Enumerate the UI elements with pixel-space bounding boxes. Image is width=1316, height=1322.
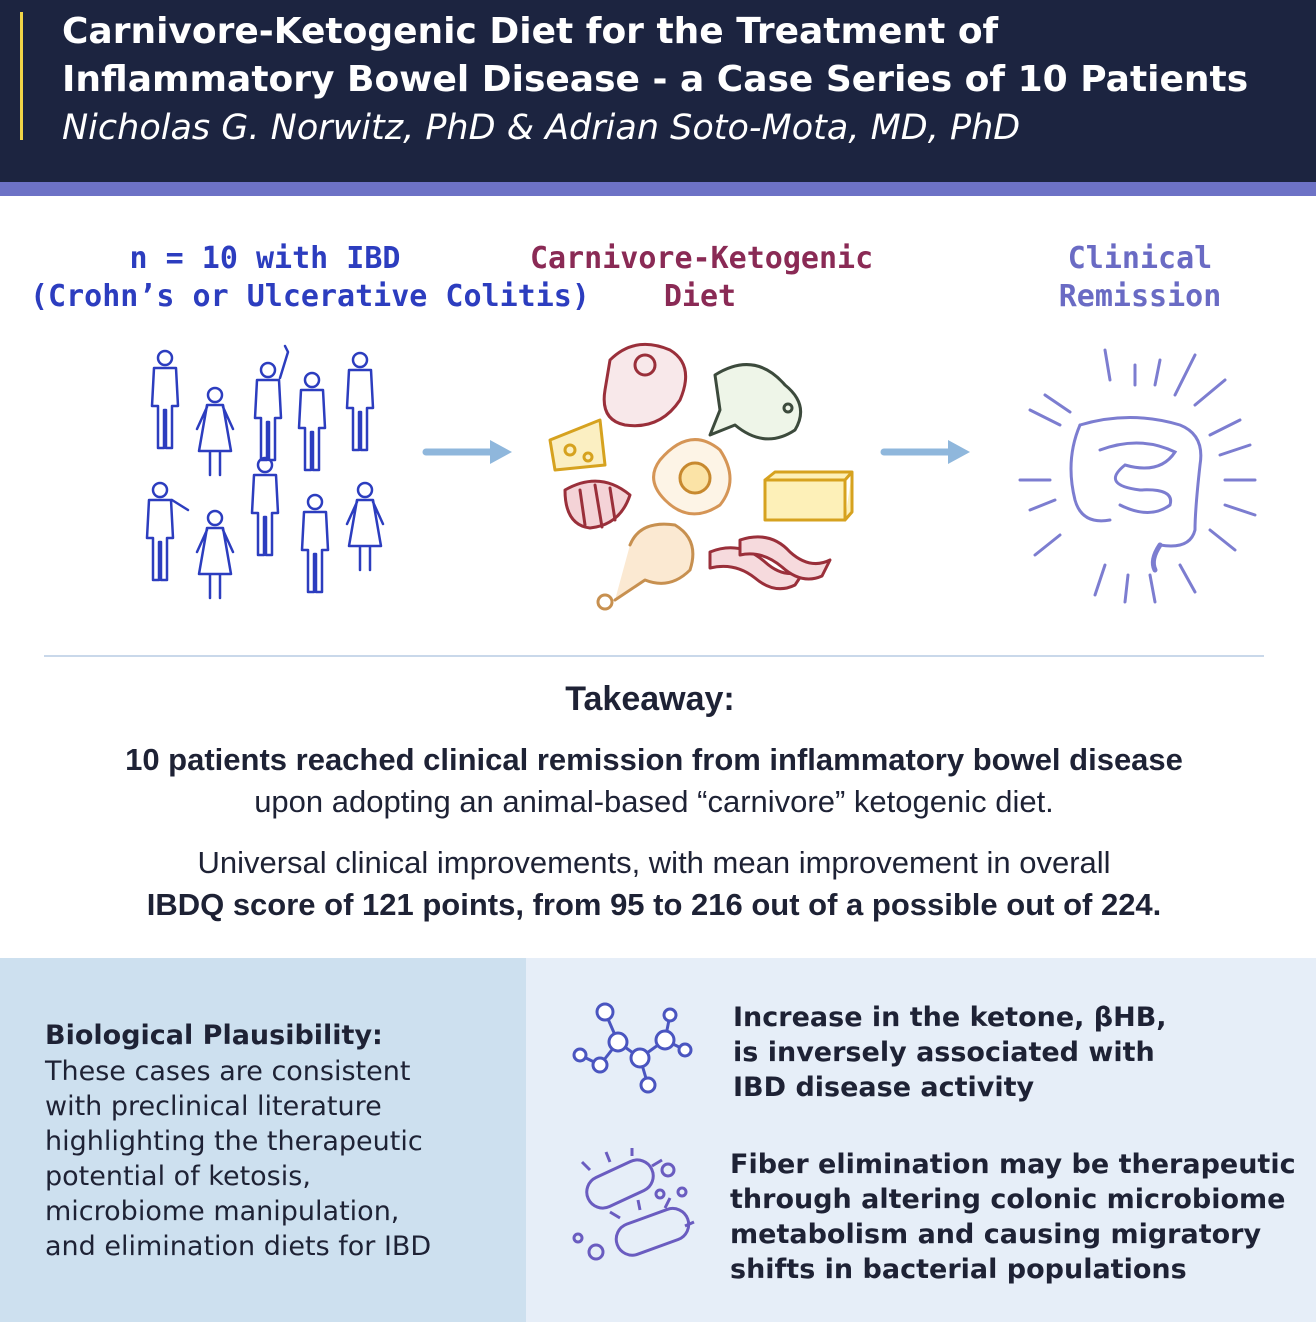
patients-label: n = 10 with IBD (Crohn’s or Ulcerative C… [30, 240, 590, 316]
takeaway-line-4: IBDQ score of 121 points, from 95 to 216… [0, 885, 1308, 925]
molecule-icon [572, 1002, 693, 1094]
bp-line: with preclinical literature [45, 1091, 382, 1122]
title-line-1: Carnivore-Ketogenic Diet for the Treatme… [62, 11, 999, 52]
biological-plausibility-panel [0, 958, 526, 1322]
bp-line: These cases are consistent [45, 1056, 411, 1087]
food-icon [548, 342, 854, 611]
bp-line: potential of ketosis, [45, 1161, 311, 1192]
biological-plausibility-title: Biological Plausibility: [45, 1020, 383, 1051]
patients-label-line2: (Crohn’s or Ulcerative Colitis) [30, 279, 590, 314]
fact-ketone-line: IBD disease activity [733, 1072, 1035, 1103]
diet-label-line2: Diet [663, 279, 737, 314]
arrow-right-icon [422, 440, 512, 464]
header-banner: Carnivore-Ketogenic Diet for the Treatme… [0, 0, 1316, 182]
biological-plausibility-body: These cases are consistent with preclini… [45, 1054, 515, 1264]
remission-label-line1: Clinical [1067, 241, 1213, 276]
header-accent-bar [20, 12, 23, 140]
diet-label: Carnivore-Ketogenic Diet [530, 240, 874, 316]
bp-line: and elimination diets for IBD [45, 1231, 432, 1262]
intestine-icon [1018, 348, 1257, 604]
fact-ketone-line: Increase in the ketone, βHB, [733, 1002, 1167, 1033]
patients-icon [145, 344, 385, 600]
takeaway-line-1-text: 10 patients reached clinical remission f… [125, 742, 1183, 777]
bp-line: microbiome manipulation, [45, 1196, 400, 1227]
mechanisms-panel [526, 958, 1316, 1322]
fact-fiber-line: shifts in bacterial populations [730, 1254, 1187, 1285]
fact-fiber-line: through altering colonic microbiome [730, 1184, 1286, 1215]
diet-label-line1: Carnivore-Ketogenic [530, 241, 874, 276]
header-band [0, 182, 1316, 196]
fact-fiber-line: metabolism and causing migratory [730, 1219, 1262, 1250]
fact-fiber: Fiber elimination may be therapeutic thr… [730, 1147, 1296, 1287]
section-divider [44, 655, 1264, 657]
bacteria-icon [572, 1148, 695, 1261]
bp-line: highlighting the therapeutic [45, 1126, 423, 1157]
arrow-right-icon [880, 440, 970, 464]
remission-label-line2: Remission [1058, 279, 1222, 314]
fact-ketone: Increase in the ketone, βHB, is inversel… [733, 1000, 1167, 1105]
fact-ketone-line: is inversely associated with [733, 1037, 1155, 1068]
takeaway-line-1: 10 patients reached clinical remission f… [0, 740, 1308, 780]
authors: Nicholas G. Norwitz, PhD & Adrian Soto-M… [62, 108, 1021, 148]
takeaway-line-2: upon adopting an animal-based “carnivore… [254, 784, 1054, 819]
title-line-2: Inflammatory Bowel Disease - a Case Seri… [62, 59, 1249, 100]
fact-fiber-line: Fiber elimination may be therapeutic [730, 1149, 1296, 1180]
takeaway-title: Takeaway: [565, 680, 735, 718]
takeaway-line-4-text: IBDQ score of 121 points, from 95 to 216… [146, 887, 1162, 922]
patients-label-line1: n = 10 with IBD [129, 241, 401, 276]
remission-label: Clinical Remission [1030, 240, 1250, 316]
takeaway-line-3: Universal clinical improvements, with me… [197, 845, 1111, 880]
